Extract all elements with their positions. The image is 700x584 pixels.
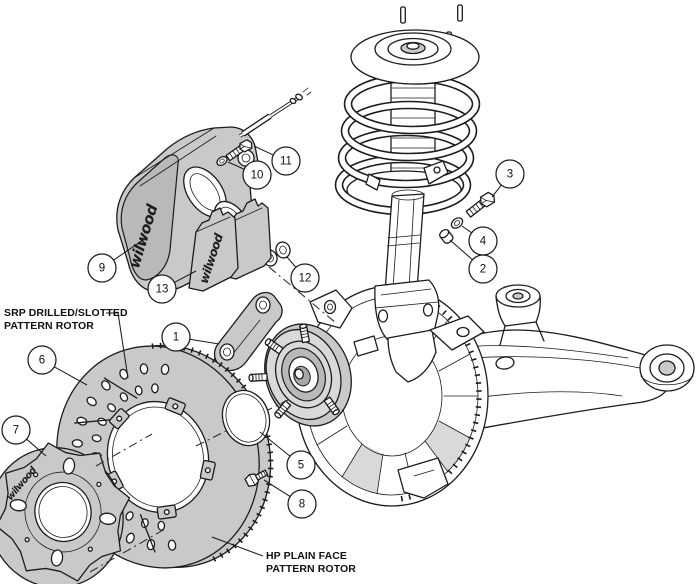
strut-top-mount [350,4,480,85]
callout-11: 11 [253,145,301,176]
callout-6: 6 [27,345,88,386]
svg-text:13: 13 [156,284,169,296]
svg-text:10: 10 [251,170,264,182]
caliper-bolt [225,139,253,162]
strut-bolt-washer [450,217,464,229]
wheel-studs [248,323,340,419]
callout-2: 2 [449,239,498,284]
callout-3: 3 [491,159,525,198]
brake-pads: wilwood [188,198,272,292]
o-ring [221,389,271,447]
strut-bolt [465,191,496,218]
hub-assembly [248,323,352,427]
callout-1: 1 [161,322,220,352]
steering-knuckle [309,289,485,499]
assembly-axis-caliper [195,205,337,324]
caliper-bracket [213,291,283,372]
svg-text:9: 9 [99,263,105,275]
svg-text:3: 3 [507,169,513,181]
svg-text:4: 4 [480,236,487,248]
coil-spring [334,73,481,216]
rotor-set-bolt [244,469,269,487]
svg-text:12: 12 [299,273,312,285]
assembly-axis-hub [195,397,293,447]
svg-text:7: 7 [13,425,19,437]
callout-5: 5 [259,431,316,480]
callout-13: 13 [147,270,197,304]
svg-text:5: 5 [298,460,304,472]
callout-4: 4 [461,225,498,256]
callout-10: 10 [227,160,272,190]
callout-7: 7 [1,415,47,457]
svg-text:6: 6 [39,355,45,367]
callout-12: 12 [286,256,320,293]
rotor-hat: wilwood [0,442,131,584]
svg-text:8: 8 [299,499,305,511]
pad-retaining-pin [239,87,312,138]
svg-text:1: 1 [173,332,179,344]
callout-9: 9 [87,237,147,283]
svg-text:11: 11 [280,156,292,168]
caliper-bolt-washer [216,155,228,167]
callout-8: 8 [263,479,317,519]
strut-clevis [374,279,440,341]
assembly-axis-hat [89,433,166,573]
strut-assembly [334,4,481,341]
svg-text:2: 2 [480,264,486,276]
